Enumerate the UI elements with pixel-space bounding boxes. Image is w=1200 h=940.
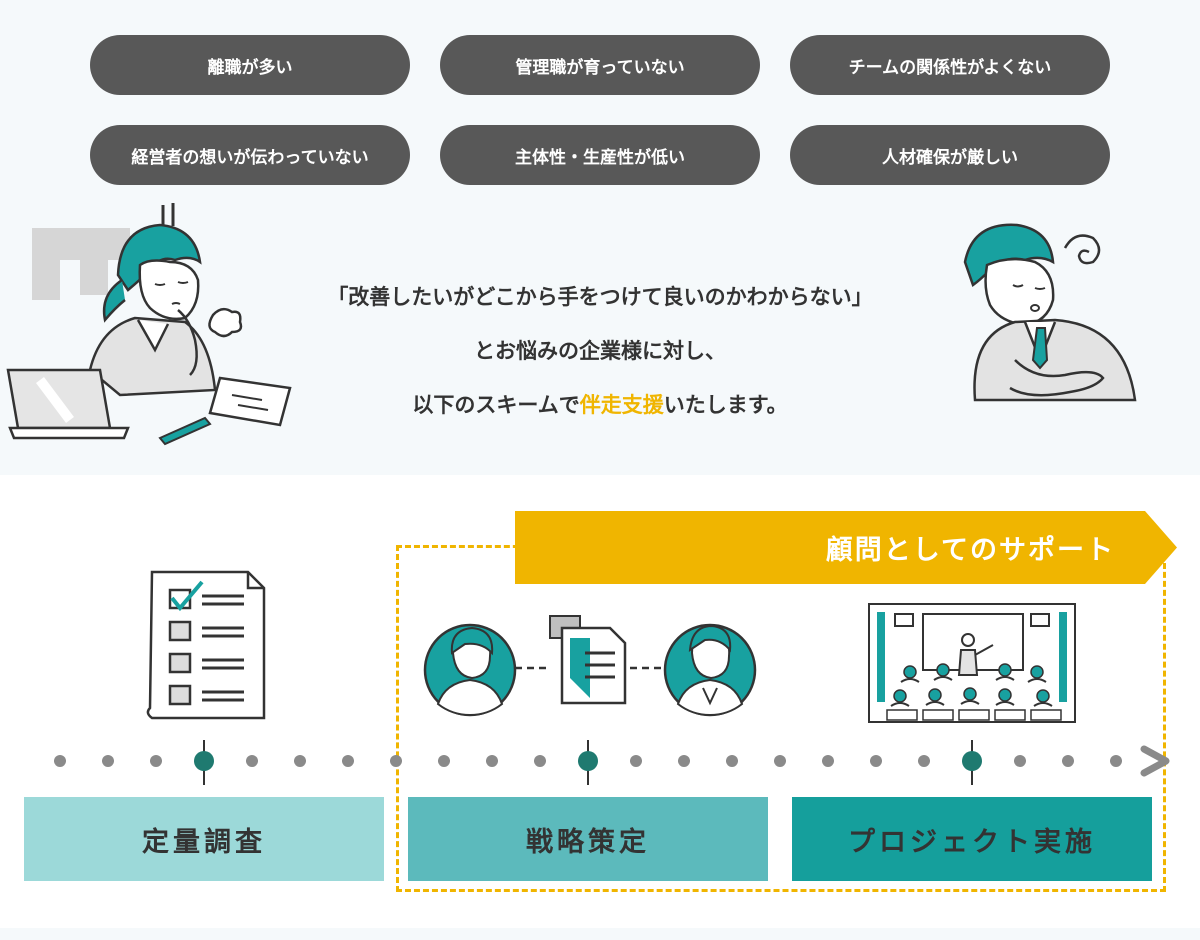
message-highlight: 伴走支援	[579, 393, 664, 417]
message-line-3-before: 以下のスキームで	[412, 393, 580, 417]
message-line-3-after: いたします。	[663, 393, 788, 417]
message-line-2: とお悩みの企業様に対し、	[474, 339, 726, 363]
worried-woman-illustration	[6, 203, 292, 446]
advisory-support-banner	[515, 511, 1177, 584]
issue-pill-vision: 経営者の想いが伝わっていない	[90, 125, 410, 185]
message-line-1: 「改善したいがどこから手をつけて良いのかわからない」	[327, 285, 873, 309]
message-line-3: 以下のスキームで伴走支援いたします。	[230, 378, 970, 432]
checklist-document-icon	[146, 570, 266, 720]
issue-pill-recruitment: 人材確保が厳しい	[790, 125, 1110, 185]
stage-quantitative-survey: 定量調査	[24, 797, 384, 881]
seminar-presentation-icon	[868, 603, 1076, 723]
main-message: 「改善したいがどこから手をつけて良いのかわからない」 とお悩みの企業様に対し、 …	[230, 270, 970, 432]
issue-pill-turnover: 離職が多い	[90, 35, 410, 95]
timeline	[54, 740, 1170, 785]
issue-pill-managers: 管理職が育っていない	[440, 35, 760, 95]
confused-businessman-illustration	[963, 223, 1137, 402]
stage-strategy-planning: 戦略策定	[408, 797, 768, 881]
issue-pill-productivity: 主体性・生産性が低い	[440, 125, 760, 185]
stage-project-execution: プロジェクト実施	[792, 797, 1152, 881]
consultation-people-document-icon	[423, 615, 757, 717]
bottom-background	[0, 928, 1200, 940]
advisory-support-label: 顧問としてのサポート	[825, 535, 1115, 566]
issue-pill-team: チームの関係性がよくない	[790, 35, 1110, 95]
